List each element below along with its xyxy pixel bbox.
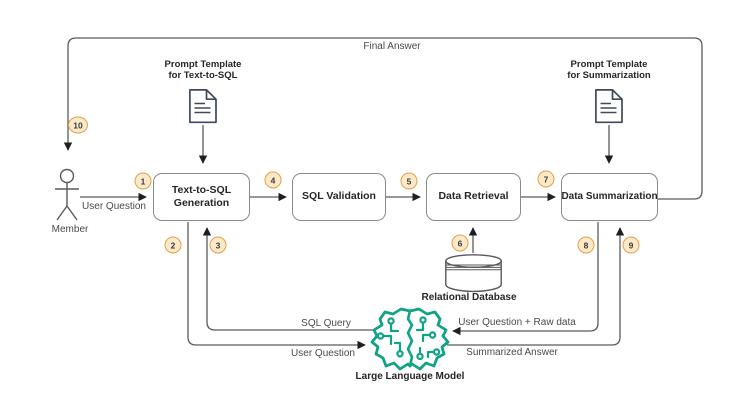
document-icon-summarization (595, 89, 623, 124)
edge-user-question-to-llm (187, 222, 366, 350)
node-text-to-sql-generation: Text-to-SQL Generation (153, 173, 250, 221)
step-badge-5: 5 (400, 172, 418, 190)
member-label: Member (51, 224, 89, 235)
step-badge-7: 7 (537, 170, 555, 188)
user-question-raw-data-label: User Question + Raw data (458, 317, 576, 328)
edge-final-answer (63, 37, 703, 200)
summarized-answer-label: Summarized Answer (466, 347, 558, 358)
edge-sql-query-to-generation (202, 227, 373, 331)
sql-query-label: SQL Query (301, 318, 351, 329)
step-badge-2: 2 (164, 236, 182, 254)
prompt-template-text-to-sql-label: Prompt Template for Text-to-SQL (164, 59, 242, 81)
node-data-retrieval: Data Retrieval (426, 173, 521, 221)
node-sql-validation: SQL Validation (292, 173, 386, 221)
node-label: Data Retrieval (438, 190, 509, 203)
final-answer-label: Final Answer (363, 41, 421, 52)
relational-database-label: Relational Database (421, 292, 517, 303)
node-label: Text-to-SQL Generation (171, 183, 232, 209)
user-question-label: User Question (82, 201, 146, 212)
node-label: SQL Validation (302, 190, 376, 203)
prompt-template-summarization-label: Prompt Template for Summarization (567, 59, 651, 81)
node-label: Data Summarization (561, 190, 658, 202)
node-data-summarization: Data Summarization (561, 173, 658, 221)
step-badge-8: 8 (577, 236, 595, 254)
document-icon-text-to-sql (189, 89, 217, 124)
step-badge-3: 3 (209, 236, 227, 254)
database-icon (445, 254, 502, 293)
edge-summarized-answer-to-summarization (447, 227, 625, 346)
step-badge-6: 6 (451, 234, 469, 252)
step-badge-9: 9 (622, 236, 640, 254)
llm-label: Large Language Model (355, 371, 465, 382)
step-badge-10: 10 (68, 116, 88, 134)
brain-icon (370, 307, 450, 371)
edge-question-rawdata-to-llm (452, 222, 599, 336)
user-question-llm-label: User Question (291, 348, 355, 359)
step-badge-4: 4 (264, 171, 282, 189)
step-badge-1: 1 (134, 172, 152, 190)
member-icon (55, 168, 79, 221)
